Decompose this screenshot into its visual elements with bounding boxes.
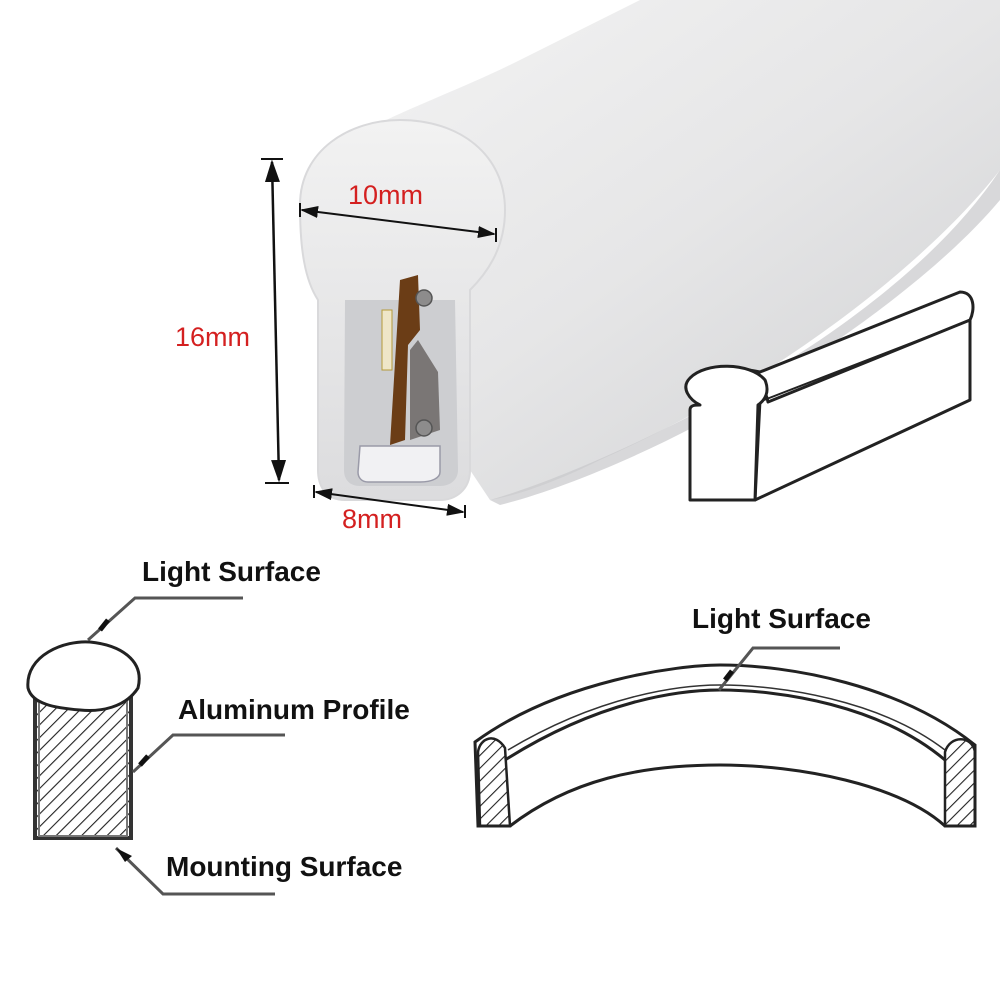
cross-section-drawing <box>26 596 285 896</box>
light-surface-label: Light Surface <box>142 556 321 587</box>
bend-light-surface-label: Light Surface <box>692 603 871 634</box>
dimension-lines <box>261 158 497 518</box>
width-dimension-label: 10mm <box>348 180 424 210</box>
mounting-surface-label: Mounting Surface <box>166 851 403 882</box>
height-dimension-label: 16mm <box>175 322 251 352</box>
aluminum-profile-label: Aluminum Profile <box>178 694 410 725</box>
base-dimension-label: 8mm <box>342 504 402 534</box>
isometric-profile-drawing <box>684 290 975 502</box>
bend-strip-drawing <box>473 646 977 828</box>
